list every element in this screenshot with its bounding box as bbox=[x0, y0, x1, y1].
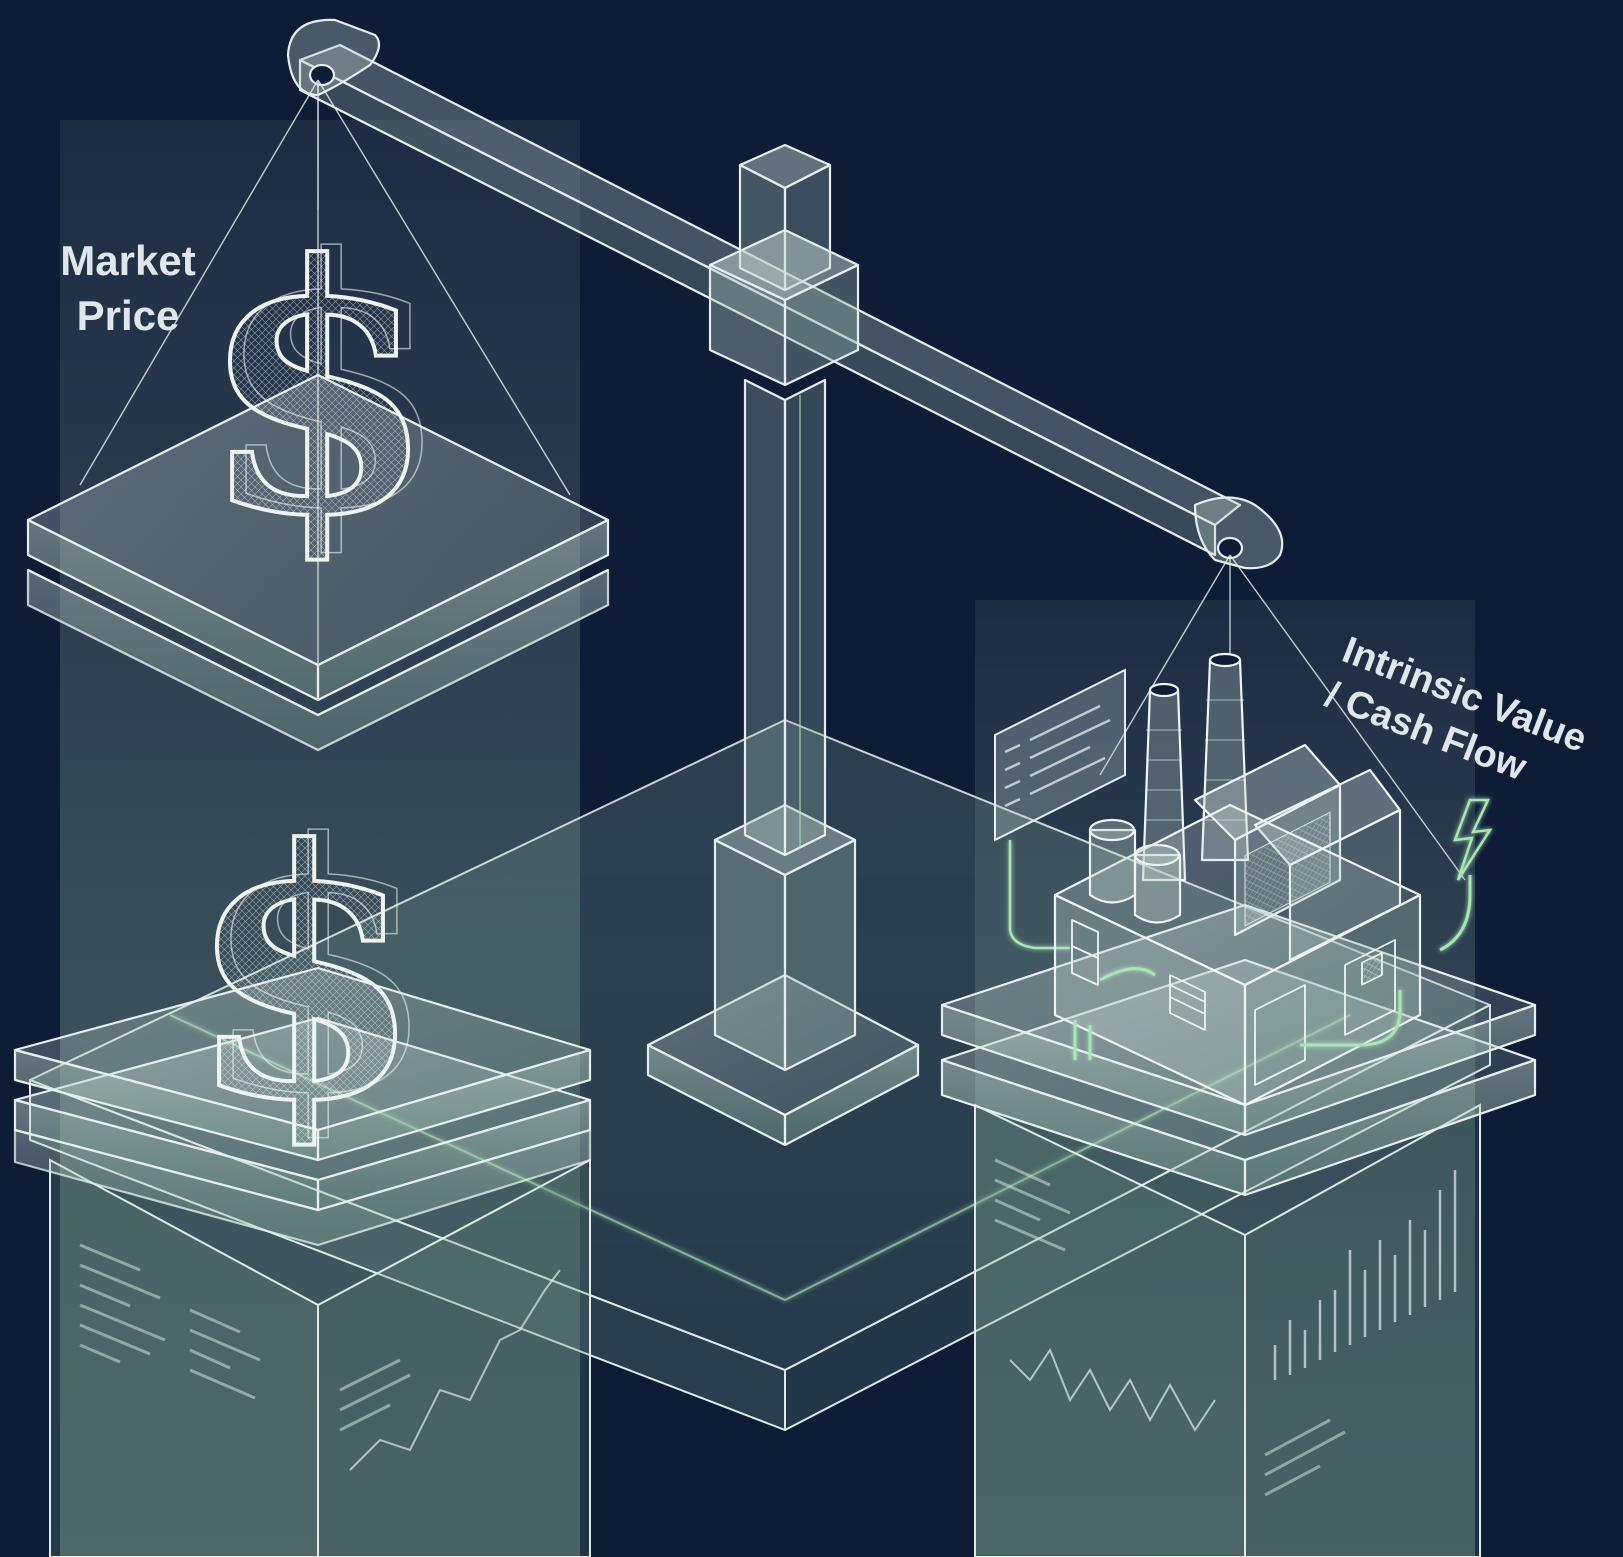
right-data-tower bbox=[974, 1103, 1481, 1557]
left-data-tower bbox=[49, 1158, 591, 1557]
svg-text:$: $ bbox=[200, 192, 437, 591]
svg-text:$: $ bbox=[214, 185, 451, 584]
market-price-label: Market Price bbox=[60, 237, 195, 339]
svg-text:Price: Price bbox=[77, 292, 180, 339]
dollar-sign-icon: $ $ bbox=[185, 769, 438, 1178]
svg-text:$: $ bbox=[187, 777, 424, 1176]
dollar-sign-icon: $ $ bbox=[198, 184, 451, 593]
lightning-bolt-icon bbox=[1453, 798, 1493, 881]
svg-text:Market: Market bbox=[60, 237, 195, 284]
data-panel bbox=[994, 668, 1126, 950]
scale-pillar bbox=[646, 378, 920, 1147]
left-upper-pan bbox=[26, 373, 610, 752]
factory-icon bbox=[1053, 652, 1472, 1107]
right-lower-plate bbox=[940, 903, 1537, 1197]
svg-text:$: $ bbox=[201, 770, 438, 1169]
scale-pivot bbox=[708, 143, 860, 387]
left-lower-plate bbox=[13, 966, 592, 1247]
